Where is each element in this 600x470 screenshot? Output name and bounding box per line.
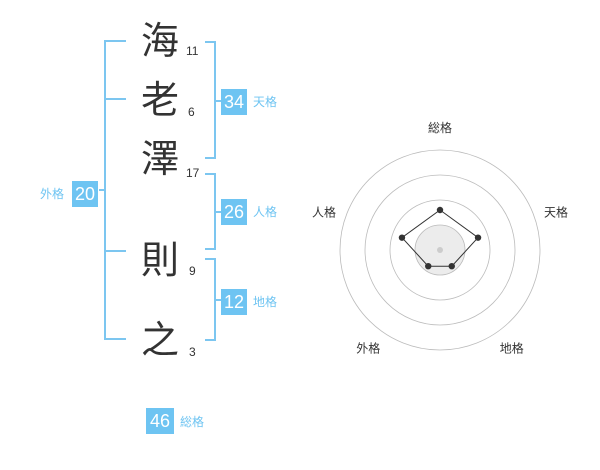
radar-axis-label-2: 天格 [544,204,568,219]
radar-ring-2 [389,199,491,301]
radar-axis-label-3: 地格 [500,341,524,356]
stroke-count-3: 17 [186,166,200,180]
stroke-count-1: 11 [186,44,199,58]
name-char-4: 則 [140,238,179,282]
stroke-count-2: 6 [188,105,195,119]
chikaku-connector [214,299,221,301]
stroke-count-4: 9 [189,264,196,278]
gaikaku-tick-top [104,98,126,100]
soukaku-score: 46 [146,408,174,434]
name-char-1: 海 [140,19,179,63]
name-char-2: 老 [140,78,179,122]
radar-point-4 [425,262,432,270]
radar-point-1 [436,206,444,214]
tenkaku-score: 34 [221,89,247,115]
radar-point-5 [398,234,406,241]
name-char-3: 澤 [140,137,179,181]
gaikaku-label: 外格 [40,187,65,201]
radar-axis-label-5: 人格 [312,204,336,219]
radar-point-2 [474,234,482,241]
name-char-5: 之 [140,318,179,362]
soukaku-label: 総格 [180,415,205,429]
stroke-count-5: 3 [189,345,196,359]
radar-axis-label-1: 総格 [428,120,452,135]
radar-ring-3 [364,174,516,326]
jinkaku-score: 26 [221,199,247,225]
gaikaku-bracket [104,40,126,340]
radar-ring-4 [339,149,541,351]
gaikaku-tick-bottom [104,250,126,252]
chikaku-score: 12 [221,289,247,315]
gaikaku-score: 20 [72,181,98,207]
jinkaku-connector [214,211,221,213]
radar-center [437,247,443,253]
jinkaku-label: 人格 [253,205,278,219]
tenkaku-connector [214,100,221,102]
radar-axis-label-4: 外格 [356,341,380,356]
chikaku-label: 地格 [253,295,278,309]
gaikaku-connector [99,189,106,191]
tenkaku-label: 天格 [253,95,278,109]
radar-polygon [401,209,479,267]
radar-point-3 [448,262,455,270]
